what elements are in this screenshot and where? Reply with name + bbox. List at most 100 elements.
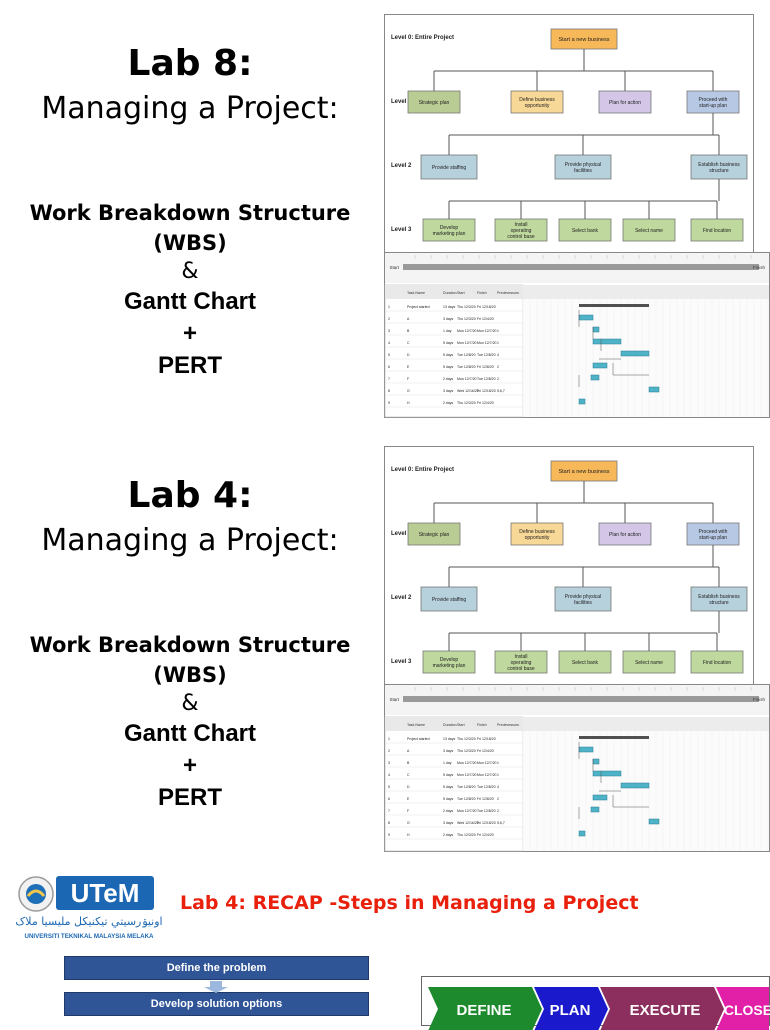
task-bar bbox=[578, 398, 586, 405]
table-cell: 2 days bbox=[443, 833, 454, 837]
table-cell: Tue 12/8/20 bbox=[457, 785, 476, 789]
phase-execute-chevron bbox=[600, 987, 724, 1030]
topics-block: Work Breakdown Structure (WBS) & Gantt C… bbox=[0, 198, 380, 382]
level0-label: Level 0: Entire Project bbox=[391, 35, 454, 41]
table-cell: 1 bbox=[497, 773, 499, 777]
task-bar bbox=[592, 338, 622, 345]
wbs-heading: Work Breakdown Structure bbox=[29, 633, 351, 657]
table-cell: 5 days bbox=[443, 797, 454, 801]
wbs-level2-box bbox=[554, 154, 612, 180]
summary-bar bbox=[579, 736, 649, 739]
step-box: Develop solution options bbox=[64, 992, 369, 1016]
table-cell: 6 bbox=[388, 797, 390, 801]
gantt-heading: Gantt Chart bbox=[124, 288, 256, 315]
table-cell: 5 days bbox=[443, 785, 454, 789]
table-cell: Fri 12/4/20 bbox=[477, 833, 494, 837]
table-cell: 2 bbox=[388, 749, 390, 753]
table-cell: Mon 12/7/20 bbox=[457, 341, 477, 345]
timeline-start-label: Start bbox=[389, 697, 399, 702]
task-bar bbox=[590, 806, 600, 813]
table-cell: Tue 12/8/20 bbox=[457, 365, 476, 369]
table-cell: Fri 12/18/20 bbox=[477, 821, 496, 825]
phase-define-chevron bbox=[428, 987, 542, 1030]
wbs-level3-box bbox=[422, 218, 476, 242]
table-cell: 1 bbox=[497, 329, 499, 333]
wbs-level1-box bbox=[598, 90, 652, 114]
level1-label: Level 1 bbox=[391, 99, 412, 105]
wbs-level3-label: Select name bbox=[635, 228, 663, 234]
table-cell: 3 days bbox=[443, 389, 454, 393]
table-cell: F bbox=[407, 377, 409, 381]
wbs-level2-box bbox=[690, 586, 748, 612]
wbs-level1-box bbox=[598, 522, 652, 546]
table-cell: 1 bbox=[497, 761, 499, 765]
timeline-finish-label: Finish bbox=[753, 697, 766, 702]
recap-title: Lab 4: RECAP -Steps in Managing a Projec… bbox=[180, 892, 639, 914]
table-cell: D bbox=[407, 785, 410, 789]
slide-lab4: Lab 4: Managing a Project: Work Breakdow… bbox=[0, 430, 770, 860]
table-cell: A bbox=[407, 749, 410, 753]
table-cell: Mon 12/7/20 bbox=[457, 377, 477, 381]
table-cell: G bbox=[407, 821, 410, 825]
table-cell: 6 bbox=[388, 365, 390, 369]
table-cell: Mon 12/7/20 bbox=[477, 773, 497, 777]
table-cell: Tue 12/8/20 bbox=[457, 353, 476, 357]
table-cell: 5 days bbox=[443, 341, 454, 345]
dependency-link bbox=[612, 363, 649, 376]
wbs-level3-box bbox=[558, 650, 612, 674]
task-bar bbox=[620, 782, 650, 789]
column-header: Finish bbox=[477, 723, 487, 727]
table-cell: 5 days bbox=[443, 353, 454, 357]
wbs-level3-label: Select name bbox=[635, 660, 663, 666]
table-cell: Thu 12/3/20 bbox=[457, 833, 476, 837]
logo-jawi: اونيۏرسيتي تيکنيکل مليسيا ملاک bbox=[15, 915, 162, 928]
level0-label: Level 0: Entire Project bbox=[391, 467, 454, 473]
wbs-level2-box bbox=[690, 154, 748, 180]
phase-label: DEFINE bbox=[456, 1002, 511, 1019]
table-cell: 2 days bbox=[443, 809, 454, 813]
table-cell: Mon 12/7/20 bbox=[457, 329, 477, 333]
phase-chevrons: DEFINE PLAN EXECUTE CLOSE bbox=[421, 976, 770, 1030]
task-bar bbox=[620, 350, 650, 357]
utem-logo: UTeM اونيۏرسيتي تيکنيکل مليسيا ملاک UNIV… bbox=[14, 872, 164, 942]
timeline-bar bbox=[403, 696, 759, 702]
table-cell: 3 bbox=[388, 761, 390, 765]
table-cell: Mon 12/7/20 bbox=[477, 341, 497, 345]
table-cell: Thu 12/3/20 bbox=[457, 317, 476, 321]
task-bar bbox=[578, 830, 586, 837]
phase-label: PLAN bbox=[550, 1002, 591, 1019]
table-cell: E bbox=[407, 797, 410, 801]
table-cell: Project started bbox=[407, 737, 430, 741]
table-cell: 13 days bbox=[443, 737, 456, 741]
table-cell: A bbox=[407, 317, 410, 321]
table-cell: 4 bbox=[497, 785, 499, 789]
task-bar bbox=[592, 758, 600, 765]
task-bar bbox=[592, 770, 622, 777]
table-cell: D bbox=[407, 353, 410, 357]
table-cell: Tue 12/8/20 bbox=[477, 353, 496, 357]
table-cell: Mon 12/7/20 bbox=[477, 761, 497, 765]
slide-title-block: Lab 4: Managing a Project: bbox=[0, 476, 380, 560]
wbs-level3-box bbox=[622, 218, 676, 242]
task-bar bbox=[590, 374, 600, 381]
column-header: Finish bbox=[477, 291, 487, 295]
table-cell: H bbox=[407, 833, 410, 837]
wbs-level3-box bbox=[690, 650, 744, 674]
wbs-level3-label: Find location bbox=[703, 228, 732, 234]
pert-heading: PERT bbox=[157, 784, 222, 811]
column-header: Start bbox=[457, 723, 465, 727]
table-cell: 2 bbox=[497, 797, 499, 801]
lab-title: Lab 4: bbox=[127, 475, 253, 516]
wbs-level3-box bbox=[494, 650, 548, 674]
wbs-level2-box bbox=[420, 154, 478, 180]
table-cell: Tue 12/8/20 bbox=[457, 797, 476, 801]
table-cell: 5,6,7 bbox=[497, 821, 505, 825]
